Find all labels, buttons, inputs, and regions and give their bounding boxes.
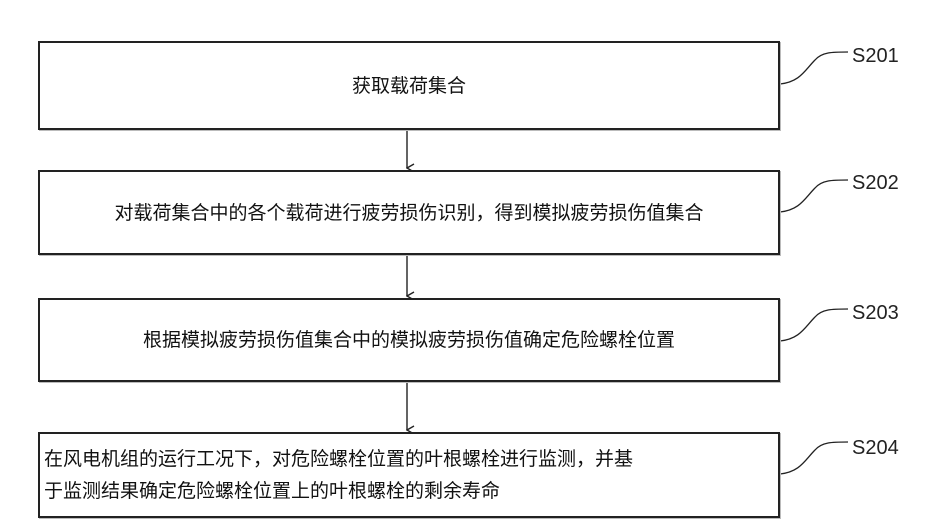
step-label-s201: S201 (852, 45, 899, 68)
step-label-s202: S202 (852, 172, 899, 195)
step-text-s201: 获取载荷集合 (352, 70, 466, 102)
leader-s204 (780, 442, 848, 474)
leader-s202 (780, 180, 848, 212)
step-text-s204-line1: 在风电机组的运行工况下，对危险螺栓位置的叶根螺栓进行监测，并基 (40, 443, 782, 475)
leader-s201 (780, 52, 848, 84)
step-box-s203: 根据模拟疲劳损伤值集合中的模拟疲劳损伤值确定危险螺栓位置 (38, 298, 780, 382)
step-text-s202: 对载荷集合中的各个载荷进行疲劳损伤识别，得到模拟疲劳损伤值集合 (114, 197, 703, 229)
leader-s203 (780, 309, 848, 341)
step-box-s202: 对载荷集合中的各个载荷进行疲劳损伤识别，得到模拟疲劳损伤值集合 (38, 170, 780, 255)
step-box-s201: 获取载荷集合 (38, 41, 780, 130)
step-box-s204: 在风电机组的运行工况下，对危险螺栓位置的叶根螺栓进行监测，并基 于监测结果确定危… (38, 432, 780, 518)
step-text-s204-line2: 于监测结果确定危险螺栓位置上的叶根螺栓的剩余寿命 (40, 475, 782, 507)
step-label-s204: S204 (852, 437, 899, 460)
step-label-s203: S203 (852, 302, 899, 325)
step-text-s203: 根据模拟疲劳损伤值集合中的模拟疲劳损伤值确定危险螺栓位置 (143, 324, 675, 356)
